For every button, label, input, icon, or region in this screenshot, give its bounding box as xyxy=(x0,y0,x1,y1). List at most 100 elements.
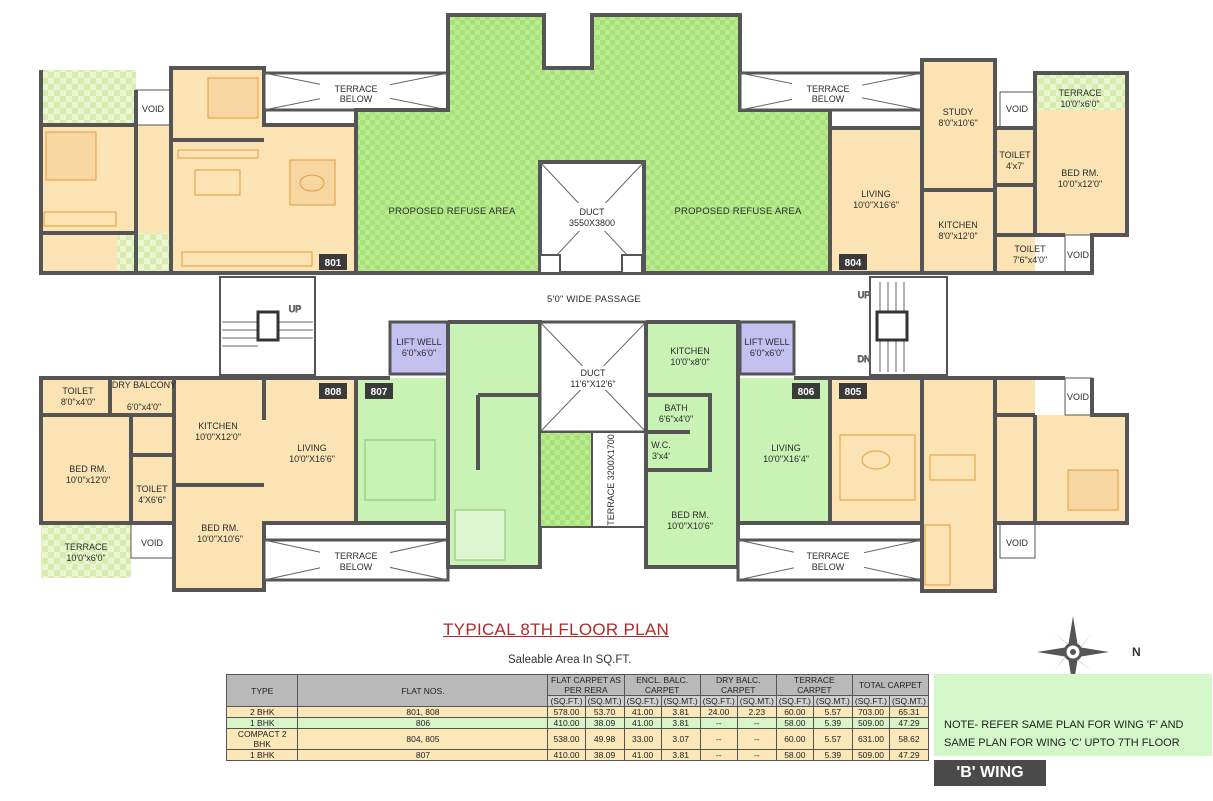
bed-808b-size: 10'0"X10'6" xyxy=(197,534,243,544)
living-808-name: LIVING xyxy=(297,443,327,453)
note-line-2: SAME PLAN FOR WING 'C' UPTO 7TH FLOOR xyxy=(944,737,1180,749)
row-value: 41.00 xyxy=(623,706,662,718)
svg-text:VOID: VOID xyxy=(1067,392,1090,402)
living-808-size: 10'0"X16'6" xyxy=(289,454,335,464)
dry-balcony-size: 6'0"x4'0" xyxy=(127,402,161,412)
row-value: 60.00 xyxy=(775,728,814,750)
row-value: 47.29 xyxy=(889,717,929,729)
toilet-804a-name: TOILET xyxy=(999,150,1031,160)
row-value: -- xyxy=(699,728,738,750)
terrace-804-size: 10'0"x6'0" xyxy=(1060,99,1099,109)
bed-808a-size: 10'0"x12'0" xyxy=(66,475,110,485)
lift-left-size: 6'0"x6'0" xyxy=(402,348,436,358)
toilet-804b-size: 7'6"x4'0" xyxy=(1013,255,1047,265)
row-value: 65.31 xyxy=(889,706,929,718)
col-dry-balc: DRY BALC. CARPET xyxy=(699,674,777,696)
void-804: VOID xyxy=(1006,104,1029,114)
terrace-vertical-label: TERRACE 3200X1700 xyxy=(606,434,616,526)
duct-mid: DUCT 11'6"X12'6" xyxy=(538,320,648,434)
row-value: 538.00 xyxy=(547,728,586,750)
row-value: 5.57 xyxy=(812,728,853,750)
toilet-804a-size: 4'x7' xyxy=(1006,161,1024,171)
terrace-below-top-right: TERRACE BELOW xyxy=(738,71,924,112)
compass-north-label: N xyxy=(1132,645,1141,659)
kitchen-804-size: 8'0"x12'0" xyxy=(938,231,977,241)
table-row: COMPACT 2 BHK 804, 805 538.00 49.98 33.0… xyxy=(225,728,929,750)
study-name: STUDY xyxy=(943,107,974,117)
kitchen-806-size: 10'0"x8'0" xyxy=(670,357,709,367)
unit-cell: (SQ.MT.) xyxy=(812,695,853,707)
toilet-808-name: TOILET xyxy=(62,386,94,396)
col-terrace: TERRACE CARPET xyxy=(775,674,853,696)
row-value: 58.62 xyxy=(889,728,929,750)
row-value: 410.00 xyxy=(547,749,586,761)
kitchen-808-size: 10'0"X12'0" xyxy=(195,432,241,442)
lift-left-name: LIFT WELL xyxy=(396,337,441,347)
unit-cell: (SQ.MT.) xyxy=(889,695,929,707)
bed-808b-name: BED RM. xyxy=(201,523,239,533)
unit-cell: (SQ.FT.) xyxy=(699,695,738,707)
living-806-name: LIVING xyxy=(771,443,801,453)
duct-mid-name: DUCT xyxy=(581,368,606,378)
row-value: 24.00 xyxy=(699,706,738,718)
row-flats: 804, 805 xyxy=(297,728,549,750)
flat-805: VOID VOID 805 xyxy=(828,376,1129,593)
plan-title: TYPICAL 8TH FLOOR PLAN xyxy=(443,620,670,639)
row-value: 38.09 xyxy=(584,749,625,761)
void-801: VOID xyxy=(142,104,165,114)
col-flat-nos: FLAT NOS. xyxy=(297,674,549,707)
col-type: TYPE xyxy=(225,674,299,707)
row-value: 3.07 xyxy=(660,728,701,750)
svg-text:BELOW: BELOW xyxy=(340,94,373,104)
flat-badge-804: 804 xyxy=(845,258,862,269)
duct-mid-size: 11'6"X12'6" xyxy=(570,379,615,389)
row-value: 49.98 xyxy=(584,728,625,750)
note-line-1: NOTE- REFER SAME PLAN FOR WING 'F' AND xyxy=(944,719,1184,731)
flat-807: LIFT WELL 6'0"x6'0" 807 xyxy=(354,320,542,569)
bath-806-size: 6'6"x4'0" xyxy=(659,414,693,424)
bed-804-size: 10'0"x12'0" xyxy=(1058,179,1102,189)
row-value: -- xyxy=(699,749,738,761)
row-value: 703.00 xyxy=(851,706,891,718)
area-table: TYPE FLAT NOS. FLAT CARPET AS PER RERA E… xyxy=(225,674,930,761)
lift-right-size: 6'0"x6'0" xyxy=(750,348,784,358)
bath-806-name: BATH xyxy=(664,403,687,413)
refuse-area-block: PROPOSED REFUSE AREA PROPOSED REFUSE ARE… xyxy=(354,13,832,275)
living-804-name: LIVING xyxy=(861,189,891,199)
row-value: 3.81 xyxy=(660,706,701,718)
stair-up-left: UP xyxy=(289,304,302,314)
row-flats: 806 xyxy=(297,717,549,729)
row-type: 1 BHK xyxy=(225,749,299,761)
passage-label: 5'0" WIDE PASSAGE xyxy=(547,294,641,305)
table-row: 1 BHK 806 410.00 38.09 41.00 3.81 -- -- … xyxy=(225,717,929,729)
flat-badge-805: 805 xyxy=(845,387,862,398)
row-value: -- xyxy=(699,717,738,729)
kitchen-806-name: KITCHEN xyxy=(670,346,710,356)
row-type: 1 BHK xyxy=(225,717,299,729)
living-806-size: 10'0"X16'4" xyxy=(763,454,809,464)
row-value: 3.81 xyxy=(660,749,701,761)
svg-text:TERRACE: TERRACE xyxy=(334,551,377,561)
terrace-808-size: 10'0"x6'0" xyxy=(66,553,105,563)
terrace-below-bottom-right: TERRACE BELOW xyxy=(736,538,924,582)
row-value: 47.29 xyxy=(889,749,929,761)
terrace-801 xyxy=(41,70,136,125)
flat-badge-808: 808 xyxy=(325,387,342,398)
row-flats: 807 xyxy=(297,749,549,761)
row-value: 58.00 xyxy=(775,749,814,761)
plan-subtitle: Saleable Area In SQ.FT. xyxy=(508,654,632,666)
row-flats: 801, 808 xyxy=(297,706,549,718)
row-value: -- xyxy=(736,717,777,729)
living-804-size: 10'0"X16'6" xyxy=(853,200,899,210)
staircase-left: UP xyxy=(219,276,316,376)
compass-icon xyxy=(1037,616,1109,688)
terrace-808-name: TERRACE xyxy=(64,542,107,552)
flat-808: VOID TOILET 8'0"x4'0" DRY BALCONY 6'0"x4… xyxy=(39,376,358,592)
flat-badge-806: 806 xyxy=(798,387,815,398)
unit-cell: (SQ.MT.) xyxy=(736,695,777,707)
flat-badge-807: 807 xyxy=(371,387,388,398)
row-value: 509.00 xyxy=(851,717,891,729)
svg-text:BELOW: BELOW xyxy=(340,562,373,572)
note-box: NOTE- REFER SAME PLAN FOR WING 'F' AND S… xyxy=(934,674,1212,756)
terrace-804-name: TERRACE xyxy=(1058,88,1101,98)
